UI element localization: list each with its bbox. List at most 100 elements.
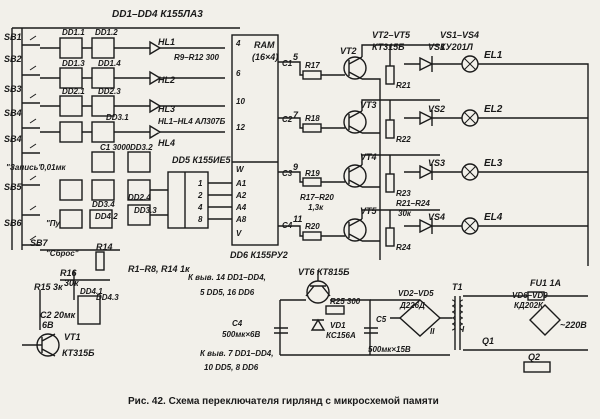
bridge-vd6-vd9 xyxy=(529,304,561,336)
label-dd43: DD4.3 xyxy=(96,293,119,302)
label-r23: R23 xyxy=(396,189,411,198)
label-vs4: VS4 xyxy=(428,212,445,222)
label-pin1: 1 xyxy=(198,179,203,188)
lamps-el1-el4 xyxy=(461,55,589,266)
label-ram-pin10: 10 xyxy=(236,97,245,106)
label-zapis: "Запись" xyxy=(6,163,42,172)
label-pin5: 5 xyxy=(293,52,299,62)
vt1-leads xyxy=(22,333,56,357)
label-ku201l: КУ201Л xyxy=(440,42,474,52)
label-dd42: DD4.2 xyxy=(95,212,118,221)
label-dd32: DD3.2 xyxy=(130,143,153,152)
label-ram-size: (16×4) xyxy=(252,52,278,62)
label-c5-val: 500мк×15В xyxy=(368,345,411,354)
counter-wires xyxy=(150,182,232,220)
label-vs1: VS1 xyxy=(428,42,445,52)
label-hl3: HL3 xyxy=(158,104,175,114)
figure-caption: Рис. 42. Схема переключателя гирлянд с м… xyxy=(128,396,439,407)
label-vs1-vs4: VS1–VS4 xyxy=(440,30,479,40)
label-vd1: VD1 xyxy=(330,321,346,330)
label-sb2: SB2 xyxy=(4,54,22,64)
label-t1: T1 xyxy=(452,282,463,292)
label-pin7: 7 xyxy=(293,110,299,120)
label-r14: R14 xyxy=(96,242,113,252)
label-c4: C4 xyxy=(232,319,243,328)
label-sb1: SB1 xyxy=(4,32,22,42)
label-d226d: Д226Д xyxy=(399,301,425,310)
label-sb4b: SB4 xyxy=(4,134,22,144)
label-r15: R15 3к xyxy=(34,282,63,292)
label-dd34: DD3.4 xyxy=(92,200,115,209)
label-ram-a4: A4 xyxy=(235,203,247,212)
label-sb7: SB7 xyxy=(30,238,49,248)
fuse-fu1 xyxy=(527,291,545,301)
label-ram: RAM xyxy=(254,40,275,50)
label-hl2: HL2 xyxy=(158,75,175,85)
label-vt1: VT1 xyxy=(64,332,81,342)
label-pin4: 4 xyxy=(197,203,203,212)
gate-array xyxy=(59,37,151,229)
label-pin9: 9 xyxy=(293,162,298,172)
label-c-001: 0,01мк xyxy=(40,163,66,172)
label-sb5: SB5 xyxy=(4,182,23,192)
label-dd41: DD4.1 xyxy=(80,287,103,296)
label-r1r8: R1–R8, R14 1к xyxy=(128,264,190,274)
label-r20: R20 xyxy=(305,222,320,231)
label-sb6: SB6 xyxy=(4,218,23,228)
label-vt5: VT5 xyxy=(360,206,378,216)
label-r17r20: R17–R20 xyxy=(300,193,334,202)
label-el4: EL4 xyxy=(484,212,503,223)
label-dd-range: DD1–DD4 К155ЛА3 xyxy=(112,9,203,20)
transistor-vt6 xyxy=(306,280,330,304)
label-r21r24: R21–R24 xyxy=(396,199,430,208)
label-sb4: SB4 xyxy=(4,108,22,118)
label-vt6: VT6 КТ815Б xyxy=(298,267,350,277)
label-r21: R21 xyxy=(396,81,411,90)
vt6-leads xyxy=(305,270,331,297)
label-vs3: VS3 xyxy=(428,158,445,168)
label-vd6-vd9: VD6–VD9 xyxy=(512,291,548,300)
label-dd11: DD1.1 xyxy=(62,28,85,37)
label-ram-pin4: 4 xyxy=(235,39,241,48)
label-220v: ~220В xyxy=(560,320,587,330)
label-30k-2: 30к xyxy=(64,278,79,288)
label-c5: C5 xyxy=(376,315,387,324)
label-500mk-6v: 500мк×6В xyxy=(222,330,260,339)
bridge-vd2-vd5 xyxy=(398,299,442,337)
gate-wires xyxy=(40,47,128,133)
label-13k: 1,3к xyxy=(308,203,324,212)
label-r16: R16 xyxy=(60,268,78,278)
label-vd2-vd5: VD2–VD5 xyxy=(398,289,434,298)
transformer-t1 xyxy=(454,296,461,350)
label-kc156a: КС156А xyxy=(326,331,356,340)
label-ram-v: V xyxy=(236,229,242,238)
label-ram-w: W xyxy=(236,165,245,174)
label-sbros: "Сброс" xyxy=(46,249,79,258)
label-dd33: DD3.3 xyxy=(134,206,157,215)
label-pin11: 11 xyxy=(293,214,302,224)
left-power-bus xyxy=(11,28,23,250)
gate-dd41 xyxy=(77,295,101,325)
label-c2: C2 xyxy=(282,115,293,124)
transformer-coils xyxy=(451,299,464,331)
label-dd14: DD1.4 xyxy=(98,59,121,68)
transistors-vt2-vt5 xyxy=(343,56,367,242)
label-pin7-note: К выв. 7 DD1–DD4, xyxy=(200,349,273,358)
label-vt3: VT3 xyxy=(360,100,377,110)
label-pin8: 8 xyxy=(198,215,203,224)
mains-wires xyxy=(463,295,588,351)
label-dd23: DD2.3 xyxy=(98,87,121,96)
label-pusk: "Пуск" xyxy=(46,219,73,228)
label-pin8-note: 10 DD5, 8 DD6 xyxy=(204,363,259,372)
led-column xyxy=(128,40,225,140)
collector-lines xyxy=(361,44,440,219)
label-c3: C3 xyxy=(282,169,293,178)
label-hl1: HL1 xyxy=(158,37,175,47)
thyristors-vs1-vs4 xyxy=(404,56,462,234)
switch-q2 xyxy=(523,361,551,373)
label-c1: C1 xyxy=(282,59,293,68)
r25 xyxy=(325,305,345,315)
label-ram-pin12: 12 xyxy=(236,123,245,132)
output-lines xyxy=(278,61,345,241)
